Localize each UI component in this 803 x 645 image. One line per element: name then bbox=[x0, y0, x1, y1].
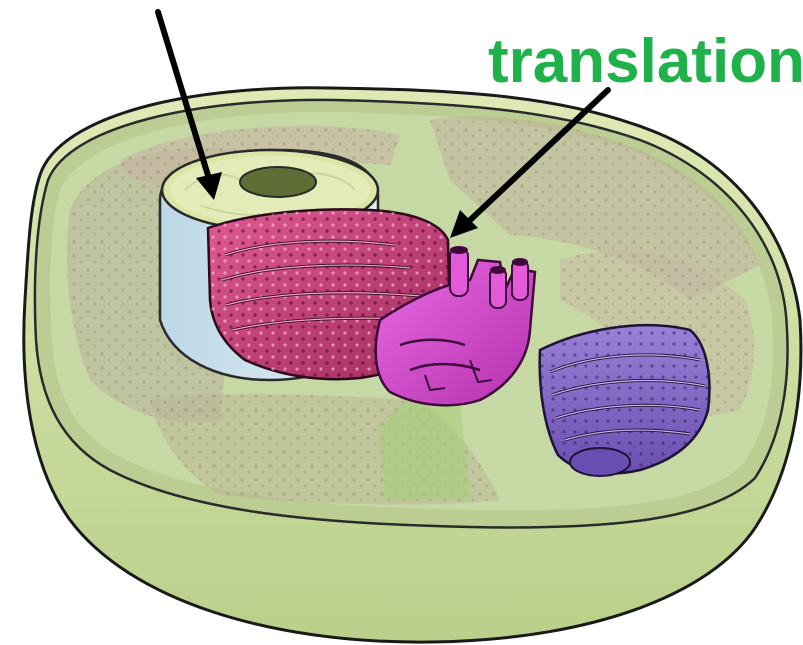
nucleolus-icon bbox=[240, 167, 316, 197]
label-translation: translation bbox=[488, 27, 803, 96]
